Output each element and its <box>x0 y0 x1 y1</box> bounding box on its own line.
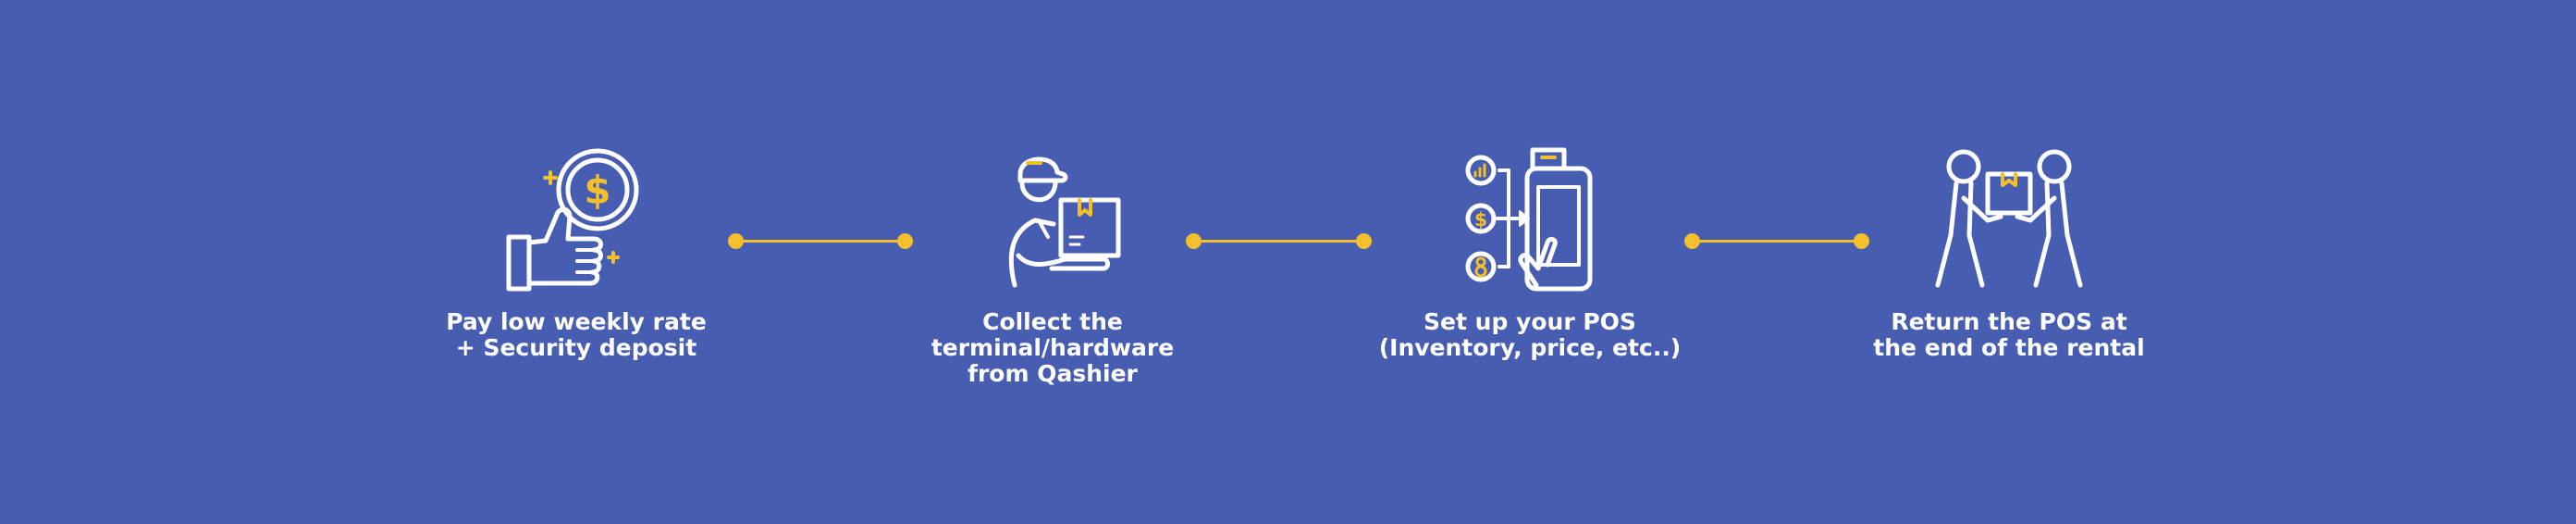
two-people-carrying-box-icon <box>1935 149 2083 288</box>
step-return-label: Return the POS at the end of the rental <box>1843 309 2175 361</box>
pos-terminal-setup-icon: $ <box>1465 147 1593 292</box>
step-pay: $ Pay low weekly rate + Security deposit <box>410 146 743 361</box>
svg-text:$: $ <box>1474 208 1487 231</box>
connector-2-start-dot <box>1186 233 1202 249</box>
connector-1-start-dot <box>728 233 744 249</box>
connector-1-line <box>735 240 906 243</box>
step-return-label-line1: Return the POS at <box>1891 308 2127 335</box>
step-setup-label-line2: (Inventory, price, etc..) <box>1378 334 1682 361</box>
connector-1 <box>728 231 913 250</box>
connector-2-line <box>1193 240 1364 243</box>
step-collect-label-line3: from Qashier <box>968 360 1138 387</box>
connector-3-end-dot <box>1854 233 1869 249</box>
connector-3-line <box>1692 240 1862 243</box>
step-return-label-line2: the end of the rental <box>1873 334 2145 361</box>
thumbs-up-dollar-icon: $ <box>506 148 639 292</box>
step-collect: Collect the terminal/hardware from Qashi… <box>886 146 1219 387</box>
step-setup-label: Set up your POS (Inventory, price, etc..… <box>1363 309 1696 361</box>
step-setup-label-line1: Set up your POS <box>1424 308 1636 335</box>
connector-3-start-dot <box>1684 233 1700 249</box>
connector-2 <box>1186 231 1372 250</box>
step-pay-label-line1: Pay low weekly rate <box>446 308 707 335</box>
step-return: Return the POS at the end of the rental <box>1843 146 2175 361</box>
step-collect-label-line1: Collect the <box>982 308 1123 335</box>
connector-3 <box>1684 231 1869 250</box>
step-collect-label-line2: terminal/hardware <box>931 334 1175 361</box>
step-setup: $ Set up your POS (Inventory, price, etc… <box>1363 146 1696 361</box>
step-collect-label: Collect the terminal/hardware from Qashi… <box>886 309 1219 387</box>
delivery-person-box-icon <box>1008 156 1121 288</box>
connector-1-end-dot <box>897 233 913 249</box>
svg-text:$: $ <box>584 168 610 213</box>
step-pay-label-line2: + Security deposit <box>455 334 697 361</box>
connector-2-end-dot <box>1356 233 1372 249</box>
step-pay-label: Pay low weekly rate + Security deposit <box>410 309 743 361</box>
